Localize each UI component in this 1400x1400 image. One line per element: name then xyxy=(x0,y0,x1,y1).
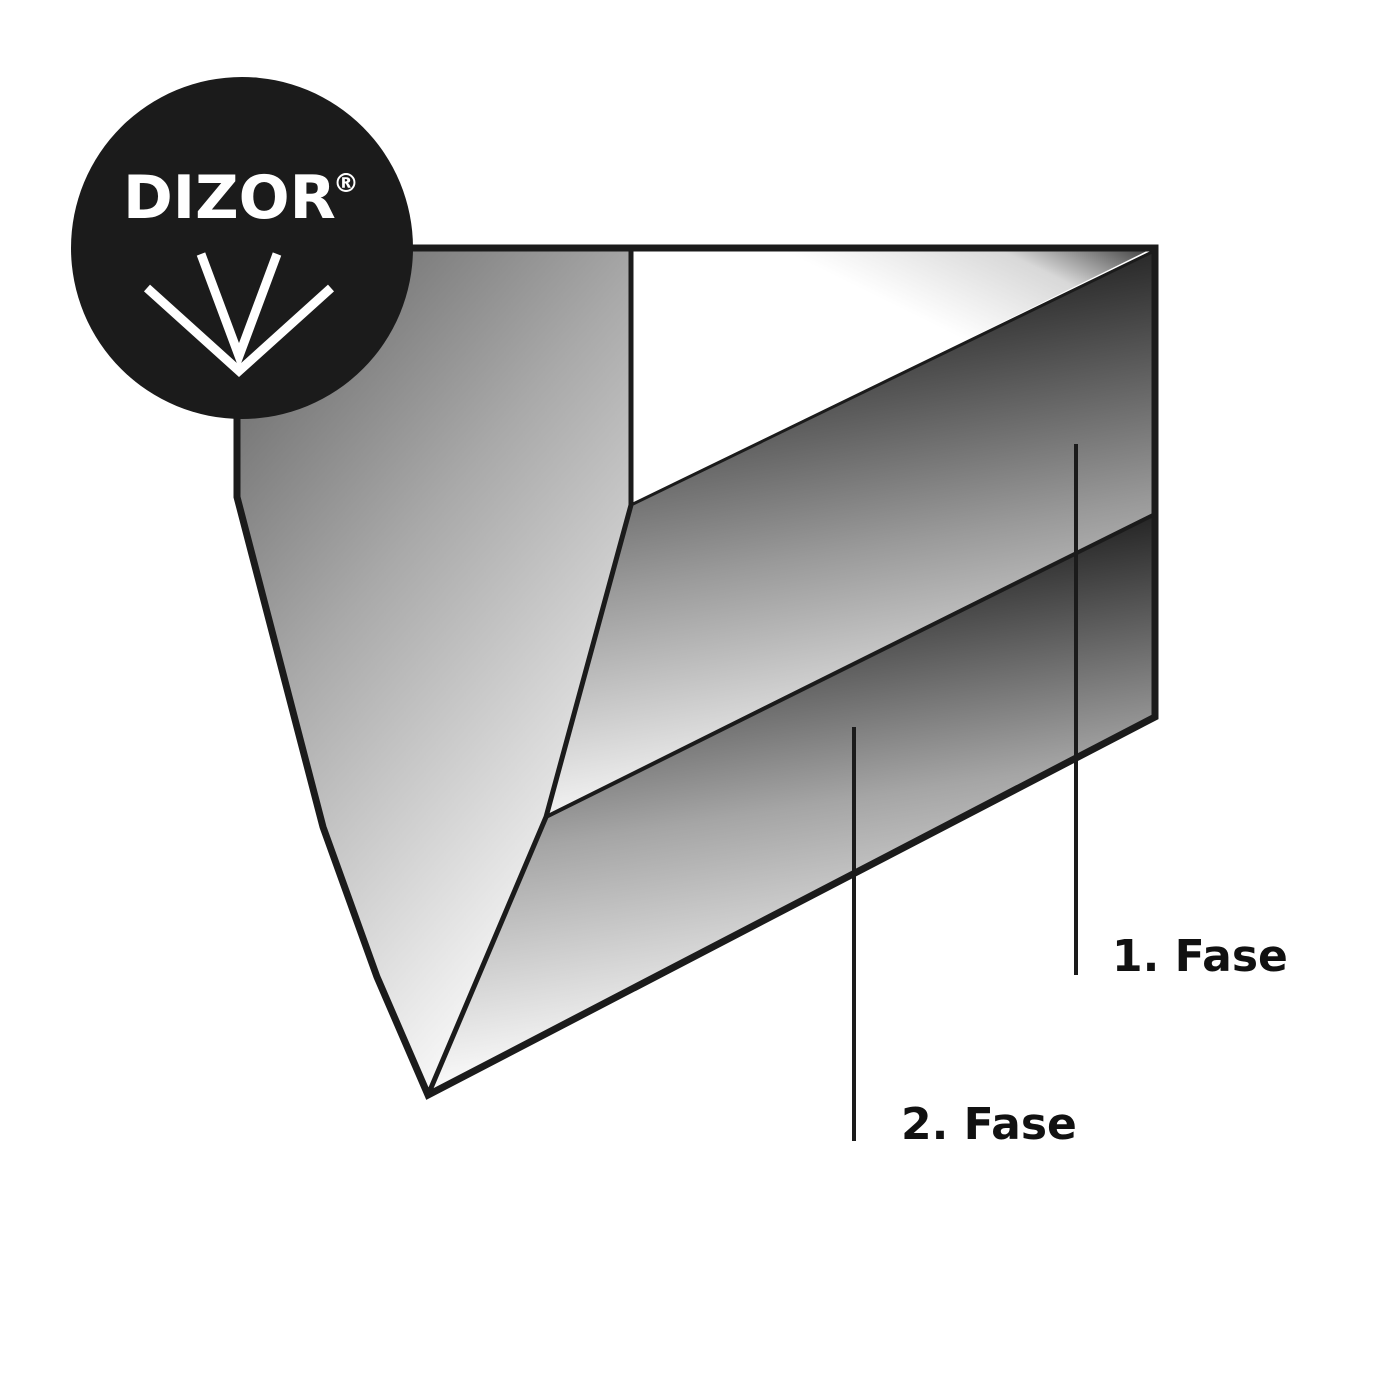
bevel-2-label: 2. Fase xyxy=(901,1099,1077,1150)
bevel-1-label: 1. Fase xyxy=(1112,931,1288,982)
logo-brand-text: DIZOR xyxy=(123,163,336,233)
bevel-1-face xyxy=(546,252,1153,817)
blade-outline xyxy=(233,244,1159,1100)
blade-left-face xyxy=(237,248,631,1095)
bevel-2-face xyxy=(428,515,1155,1095)
logo-trademark: ® xyxy=(333,169,359,199)
chevron-v-icon xyxy=(143,252,335,378)
dizor-logo: DIZOR ® xyxy=(71,77,413,419)
logo-circle xyxy=(71,77,413,419)
